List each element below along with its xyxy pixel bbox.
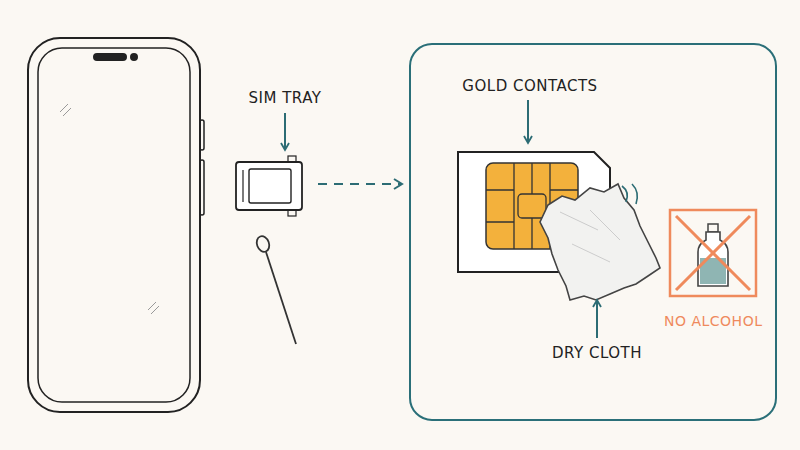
callout-label: GOLD CONTACTS: [462, 77, 597, 95]
warning-sign: NO ALCOHOL: [664, 204, 762, 334]
callout-label: DRY CLOTH: [552, 344, 642, 362]
leader-arrow: [527, 100, 529, 143]
phone: [28, 38, 204, 412]
sim-tray: [236, 156, 302, 216]
sim-pin: [255, 234, 296, 344]
dashed-arrow: [318, 183, 402, 185]
callout-label: SIM TRAY: [249, 89, 322, 107]
leader-arrow: [284, 113, 286, 150]
leader-arrow: [596, 300, 598, 338]
detail-panel: [410, 44, 776, 420]
no-alcohol-icon: [664, 204, 762, 302]
cloth: [540, 184, 660, 300]
sign-label: NO ALCOHOL: [664, 312, 762, 330]
